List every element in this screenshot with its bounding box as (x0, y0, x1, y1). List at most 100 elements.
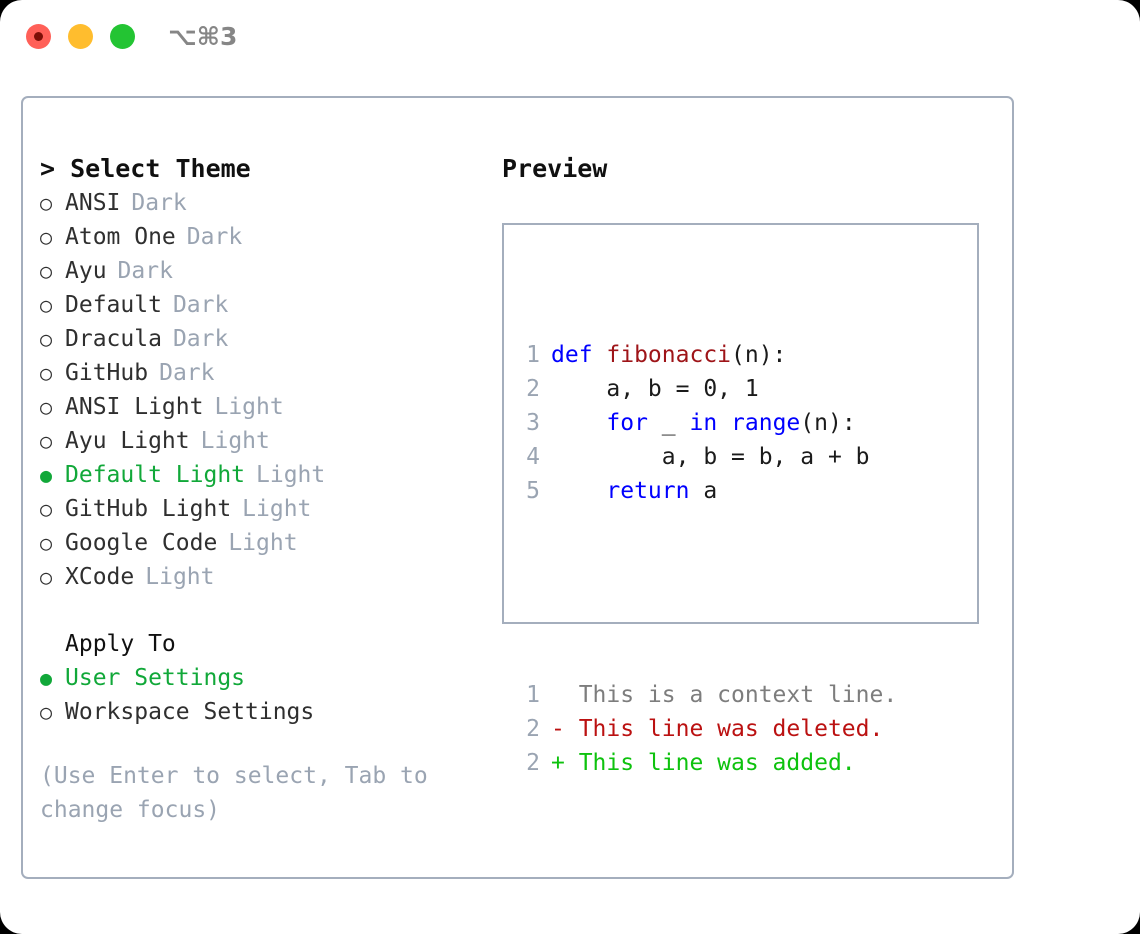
theme-option-default[interactable]: ○ Default Dark (40, 288, 490, 322)
theme-option-atom-one[interactable]: ○ Atom One Dark (40, 220, 490, 254)
apply-to-option-user-settings[interactable]: ● User Settings (40, 661, 490, 695)
minimize-button[interactable] (68, 24, 93, 49)
radio-unselected-icon: ○ (40, 395, 53, 419)
radio-unselected-icon: ○ (40, 327, 53, 351)
diff-text: - This line was deleted. (551, 716, 884, 742)
code-line: 5 return a (526, 474, 897, 508)
theme-name: Ayu Light (65, 428, 190, 454)
keyboard-hint-text: (Use Enter to select, Tab to change focu… (40, 763, 428, 823)
theme-variant-tag: Light (242, 496, 312, 522)
line-number: 3 (526, 410, 540, 436)
theme-variant-tag: Light (200, 428, 270, 454)
diff-text: + This line was added. (551, 750, 856, 776)
line-number: 1 (526, 342, 540, 368)
theme-option-dracula[interactable]: ○ Dracula Dark (40, 322, 490, 356)
apply-to-label: Apply To (65, 631, 176, 657)
hint-spacer (40, 729, 490, 759)
diff-sample: 1 This is a context line. 2 - This line wa… (526, 678, 897, 780)
code-token: range (731, 410, 801, 436)
theme-name: Dracula (65, 326, 162, 352)
theme-variant-tag: Dark (172, 326, 229, 352)
theme-name: ANSI Light (65, 394, 204, 420)
code-token (551, 478, 606, 504)
radio-unselected-icon: ○ (40, 225, 53, 249)
theme-option-github-light[interactable]: ○ GitHub Light Light (40, 492, 490, 526)
theme-name: GitHub (65, 360, 149, 386)
code-token: (n): (800, 410, 856, 436)
line-number: 4 (526, 444, 540, 470)
theme-variant-tag: Dark (172, 292, 229, 318)
theme-option-ayu[interactable]: ○ Ayu Dark (40, 254, 490, 288)
code-line: 2 a, b = 0, 1 (526, 372, 897, 406)
theme-variant-tag: Dark (117, 258, 173, 284)
apply-to-option-workspace-settings[interactable]: ○Workspace Settings (40, 695, 490, 729)
code-token: fibonacci (606, 342, 732, 368)
apply-to-marker-spacer: ○ (40, 627, 65, 661)
radio-unselected-icon: ○ (40, 259, 53, 283)
theme-variant-tag: Dark (159, 360, 215, 386)
code-line: 4 a, b = b, a + b (526, 440, 897, 474)
theme-variant-tag: Light (145, 564, 215, 590)
line-number: 2 (526, 376, 540, 402)
code-separator (526, 576, 897, 610)
radio-unselected-icon: ○ (40, 531, 53, 555)
theme-name: Default Light (65, 462, 246, 488)
radio-unselected-icon: ○ (40, 497, 53, 521)
diff-line: 1 This is a context line. (526, 678, 897, 712)
code-token: return (606, 478, 690, 504)
code-token: a (689, 478, 718, 504)
theme-option-ayu-light[interactable]: ○ Ayu Light Light (40, 424, 490, 458)
code-token: _ (647, 410, 690, 436)
radio-unselected-icon: ○ (40, 429, 53, 453)
code-token: def (551, 342, 607, 368)
theme-name: Atom One (65, 224, 176, 250)
code-line: 1 def fibonacci(n): (526, 338, 897, 372)
radio-unselected-icon: ○ (40, 700, 53, 724)
theme-variant-tag: Light (228, 530, 298, 556)
apply-to-heading: ○ Apply To (40, 627, 490, 661)
theme-name: Default (65, 292, 162, 318)
code-token (717, 410, 731, 436)
theme-name: Ayu (65, 258, 107, 284)
preview-heading: Preview (502, 154, 608, 183)
diff-text: This is a context line. (551, 682, 898, 708)
code-token: for (606, 410, 648, 436)
radio-unselected-icon: ○ (40, 361, 53, 385)
radio-unselected-icon: ○ (40, 293, 53, 317)
select-theme-heading: > Select Theme (40, 154, 251, 183)
theme-name: ANSI (65, 190, 121, 216)
close-button[interactable] (26, 24, 51, 49)
theme-variant-tag: Dark (186, 224, 243, 250)
radio-selected-icon: ● (40, 463, 53, 487)
section-spacer (40, 594, 490, 627)
line-number: 2 (526, 750, 540, 776)
code-token: (n): (731, 342, 787, 368)
code-token: in (689, 410, 718, 436)
theme-variant-tag: Dark (131, 190, 187, 216)
code-token (551, 410, 606, 436)
window-controls (26, 24, 135, 49)
maximize-button[interactable] (110, 24, 135, 49)
diff-line: 2 + This line was added. (526, 746, 897, 780)
apply-to-name: User Settings (65, 665, 246, 691)
line-number: 2 (526, 716, 540, 742)
theme-option-github[interactable]: ○ GitHub Dark (40, 356, 490, 390)
code-token: a, b = 0, 1 (551, 376, 759, 402)
radio-selected-icon: ● (40, 666, 53, 690)
apply-to-list[interactable]: ● User Settings ○Workspace Settings (40, 661, 490, 729)
theme-name: GitHub Light (65, 496, 232, 522)
line-number: 5 (526, 478, 540, 504)
